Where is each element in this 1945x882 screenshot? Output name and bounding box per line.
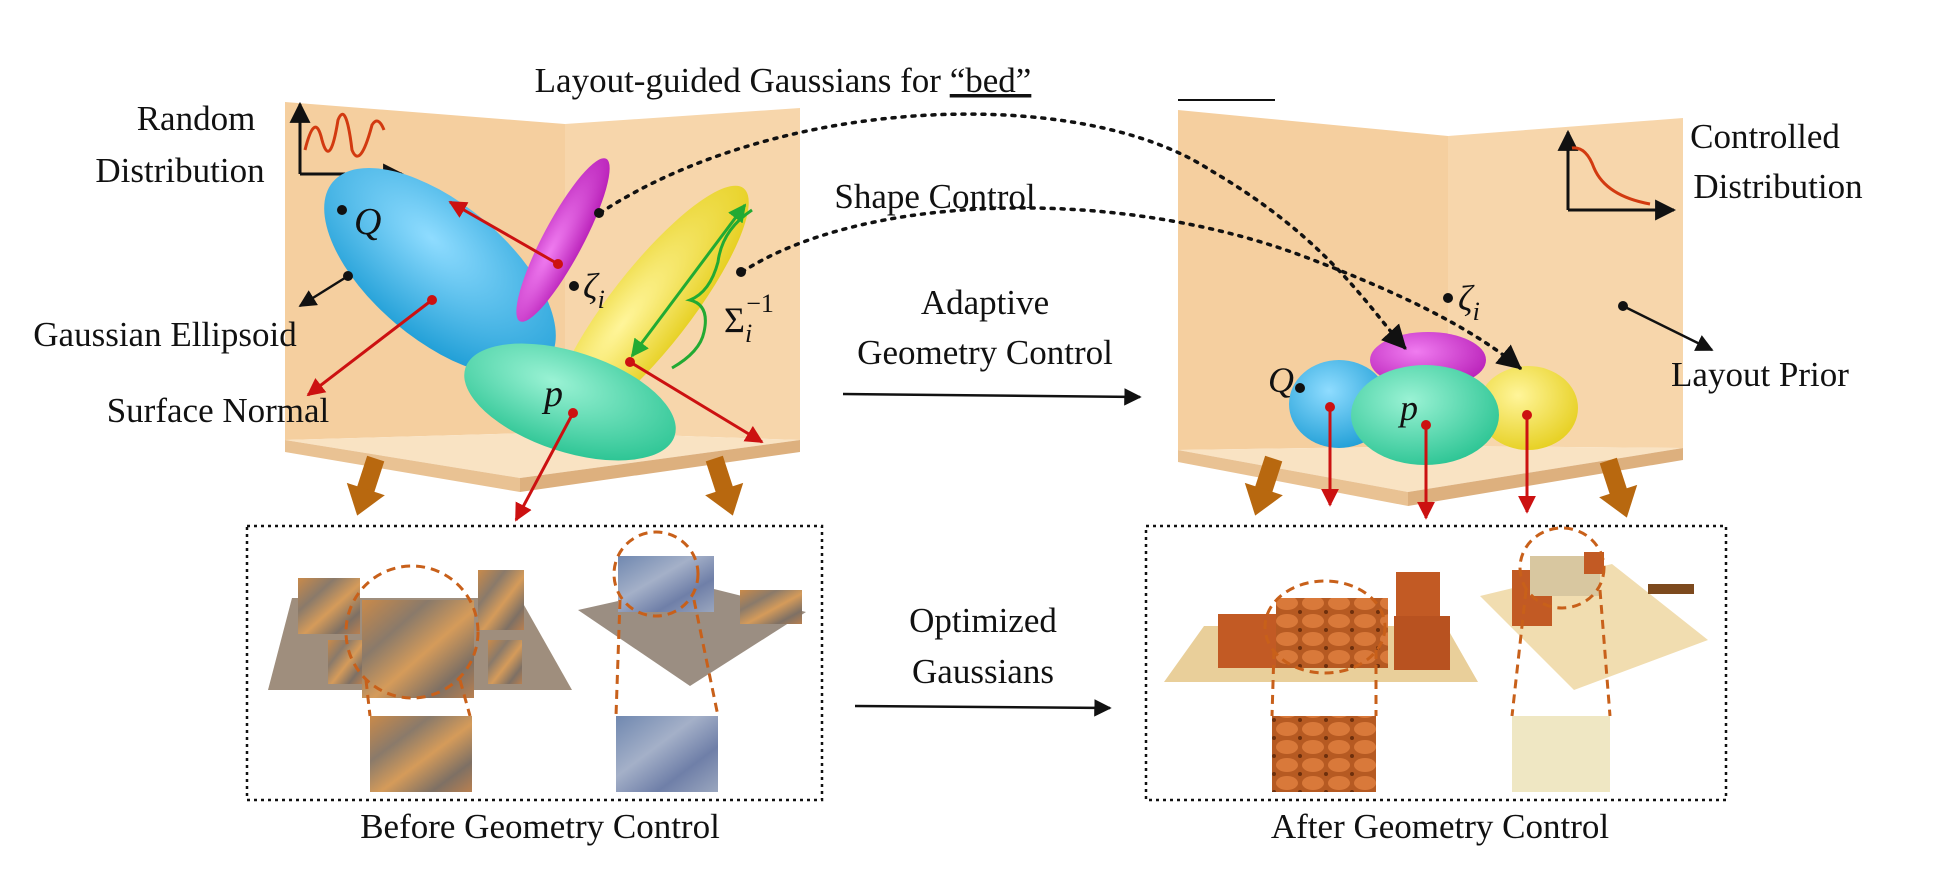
brown-down-arrows xyxy=(346,455,1638,518)
after-zoom-patch-1 xyxy=(1272,716,1376,792)
title-prefix: Layout-guided Gaussians for xyxy=(535,61,950,100)
right-yellow-gaussian xyxy=(1478,366,1578,450)
layout-prior-label: Layout Prior xyxy=(1671,355,1849,394)
before-render-box xyxy=(245,524,824,802)
controlled-distribution-plot xyxy=(1557,129,1677,221)
shape-control-label: Shape Control xyxy=(834,177,1036,216)
dotted-curve-magenta xyxy=(598,112,1407,350)
gaussian-ellipsoid-label: Gaussian Ellipsoid xyxy=(33,315,297,354)
right-point-q-label: Q xyxy=(1268,360,1294,400)
sigma-inverse-label: Σi−1 xyxy=(724,289,774,348)
random-distribution-label-1: Random xyxy=(137,99,256,138)
right-zeta-label: ζi xyxy=(1458,278,1480,326)
right-point-markers xyxy=(1295,293,1714,393)
before-zoom-patch-2 xyxy=(616,716,718,792)
left-point-p-label: p xyxy=(541,373,563,415)
adaptive-arrow xyxy=(842,388,1142,406)
right-floor-edge xyxy=(1178,450,1408,506)
blue-gaussian xyxy=(324,168,556,376)
adaptive-label-1: Adaptive xyxy=(921,283,1049,322)
left-floor-edge-right xyxy=(520,440,800,492)
before-zoom-circle-1 xyxy=(344,564,480,700)
after-caption: After Geometry Control xyxy=(1271,807,1610,846)
controlled-distribution-label-1: Controlled xyxy=(1690,117,1840,156)
controlled-distribution-label-2: Distribution xyxy=(1693,167,1862,206)
before-zoom-patch-1 xyxy=(370,716,472,792)
surface-normal-label: Surface Normal xyxy=(107,391,330,430)
after-zoom-circle-2 xyxy=(1518,526,1606,610)
right-gaussians xyxy=(1289,332,1578,465)
before-caption: Before Geometry Control xyxy=(360,807,720,846)
after-zoom-circle-1 xyxy=(1263,579,1387,675)
right-floor xyxy=(1178,446,1683,492)
adaptive-label-2: Geometry Control xyxy=(857,333,1113,372)
down-arrow-right-1 xyxy=(1244,455,1283,516)
left-normal-arrows xyxy=(306,200,764,522)
after-render-box xyxy=(1144,524,1728,802)
right-normal-arrows xyxy=(1321,402,1536,520)
figure-title: Layout-guided Gaussians for “bed” xyxy=(535,61,1275,101)
left-zeta-label: ζi xyxy=(583,266,605,314)
svg-text:Layout-guided Gaussians for “b: Layout-guided Gaussians for “bed” xyxy=(535,61,1032,100)
optimized-label-2: Gaussians xyxy=(912,652,1054,691)
down-arrow-left-1 xyxy=(346,455,385,516)
shape-control-bracket xyxy=(630,203,753,370)
after-zoom-patch-2 xyxy=(1512,716,1610,792)
random-distribution-label-2: Distribution xyxy=(95,151,264,190)
left-floor-edge xyxy=(285,440,520,492)
optimized-arrow xyxy=(854,699,1112,717)
left-point-markers xyxy=(298,205,746,308)
down-arrow-left-2 xyxy=(705,455,744,516)
right-teal-gaussian xyxy=(1351,365,1499,465)
right-point-p-label: p xyxy=(1397,388,1418,428)
left-point-q-label: Q xyxy=(354,201,381,243)
left-floor xyxy=(285,432,800,478)
teal-gaussian xyxy=(464,343,676,461)
controlled-curve xyxy=(1571,146,1651,206)
optimized-label-1: Optimized xyxy=(909,601,1057,640)
down-arrow-right-2 xyxy=(1599,457,1638,518)
title-object: “bed” xyxy=(950,61,1032,100)
random-curve xyxy=(303,112,386,158)
before-zoom-circle-2 xyxy=(612,530,700,618)
magenta-gaussian xyxy=(516,158,610,322)
correspondence-curves xyxy=(598,112,1522,370)
